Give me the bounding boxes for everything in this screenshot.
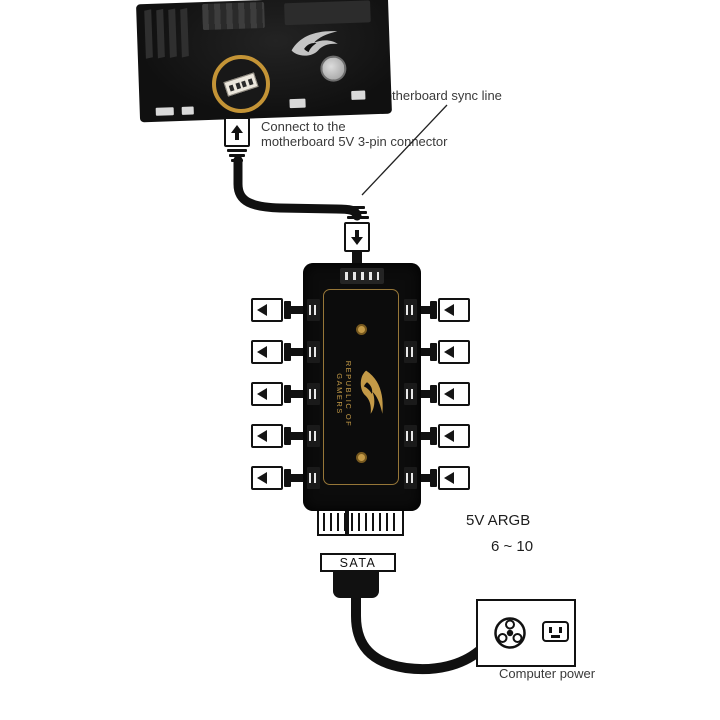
argb-connector-left-1: [251, 298, 304, 322]
argb-connector-right-3: [418, 382, 470, 406]
power-cable: [351, 589, 484, 675]
hub-gold-frame: [323, 289, 399, 485]
down-arrow-icon: [351, 236, 363, 245]
left-arrow-icon: [257, 346, 267, 358]
argb-connector-right-4: [418, 424, 470, 448]
board-connector: [351, 90, 366, 100]
sata-label-box: SATA: [320, 553, 396, 572]
left-arrow-icon: [444, 388, 454, 400]
up-arrow-icon: [231, 124, 243, 133]
left-arrow-icon: [444, 430, 454, 442]
argb-count-label: 6 ~ 10: [491, 538, 534, 555]
connector-cable: [291, 390, 304, 398]
motherboard-plug-ridges: [227, 149, 247, 162]
argb-hub: REPUBLIC OF GAMERS: [303, 263, 421, 511]
argb-connector-right-5: [418, 466, 470, 490]
connector-plug: [438, 466, 470, 490]
connector-cable: [291, 432, 304, 440]
argb-connector-right-2: [418, 340, 470, 364]
connector-cable: [418, 474, 431, 482]
motherboard-plug: [224, 117, 250, 147]
argb-header-icon: [223, 71, 259, 97]
ram-slot: [180, 8, 189, 58]
cmos-battery: [319, 55, 347, 83]
sync-line-label: Motherboard sync line: [374, 88, 502, 103]
ram-slot: [156, 8, 165, 59]
hub-plug-ridges: [346, 206, 370, 219]
argb-connector-left-5: [251, 466, 304, 490]
hub-plug: [344, 222, 370, 252]
hub-pin-header: [307, 299, 320, 321]
heatsink: [202, 1, 265, 31]
hub-pin-header: [404, 467, 417, 489]
board-connector: [289, 98, 306, 109]
connector-cable: [418, 348, 431, 356]
connector-plug: [251, 424, 283, 448]
sata-cable-plug: [333, 572, 379, 598]
left-arrow-icon: [257, 430, 267, 442]
connector-cable: [291, 348, 304, 356]
header-highlight-circle: [212, 55, 270, 113]
hub-pin-header: [307, 341, 320, 363]
argb-connector-left-3: [251, 382, 304, 406]
connector-plug: [251, 466, 283, 490]
board-connector: [181, 106, 194, 115]
hub-pin-header: [307, 467, 320, 489]
connector-plug: [251, 382, 283, 406]
argb-connector-right-1: [418, 298, 470, 322]
connector-plug: [251, 340, 283, 364]
hub-screw-bottom: [356, 452, 367, 463]
hub-input-header: [340, 268, 384, 284]
rog-brand-text: REPUBLIC OF GAMERS: [335, 360, 354, 428]
hub-pin-header: [307, 425, 320, 447]
hub-pin-header: [404, 341, 417, 363]
hub-pin-header: [307, 383, 320, 405]
left-arrow-icon: [257, 388, 267, 400]
sync-cable: [233, 155, 362, 221]
fan-icon: [494, 617, 526, 649]
connector-plug: [438, 340, 470, 364]
left-arrow-icon: [444, 346, 454, 358]
hub-pin-header: [404, 299, 417, 321]
hub-pin-header: [404, 425, 417, 447]
left-arrow-icon: [257, 472, 267, 484]
power-supply-box: [476, 599, 576, 667]
ram-slot: [144, 9, 153, 59]
left-arrow-icon: [444, 472, 454, 484]
connector-cable: [418, 432, 431, 440]
connect-note: Connect to the motherboard 5V 3-pin conn…: [261, 119, 448, 149]
argb-label: 5V ARGB: [466, 512, 531, 529]
connector-cable: [291, 474, 304, 482]
left-arrow-icon: [444, 304, 454, 316]
rog-logo-block: REPUBLIC OF GAMERS: [327, 334, 397, 454]
sata-connector-pins: [317, 508, 404, 536]
connector-plug: [438, 424, 470, 448]
connector-cable: [418, 390, 431, 398]
connector-plug: [251, 298, 283, 322]
rog-eye-icon: [361, 370, 384, 414]
motherboard-photo: [136, 0, 392, 123]
hub-plug-stem: [352, 252, 362, 265]
connector-cable: [418, 306, 431, 314]
argb-connector-left-4: [251, 424, 304, 448]
connector-plug: [438, 382, 470, 406]
argb-connector-left-2: [251, 340, 304, 364]
heatsink: [284, 0, 371, 26]
left-arrow-icon: [257, 304, 267, 316]
hub-screw-top: [356, 324, 367, 335]
ram-slot: [168, 8, 177, 58]
board-connector: [155, 107, 174, 116]
ac-inlet-icon: [542, 621, 569, 642]
connector-cable: [291, 306, 304, 314]
computer-power-label: Computer power: [499, 666, 596, 681]
rog-logo-print-icon: [291, 31, 338, 56]
connector-plug: [438, 298, 470, 322]
hub-pin-header: [404, 383, 417, 405]
